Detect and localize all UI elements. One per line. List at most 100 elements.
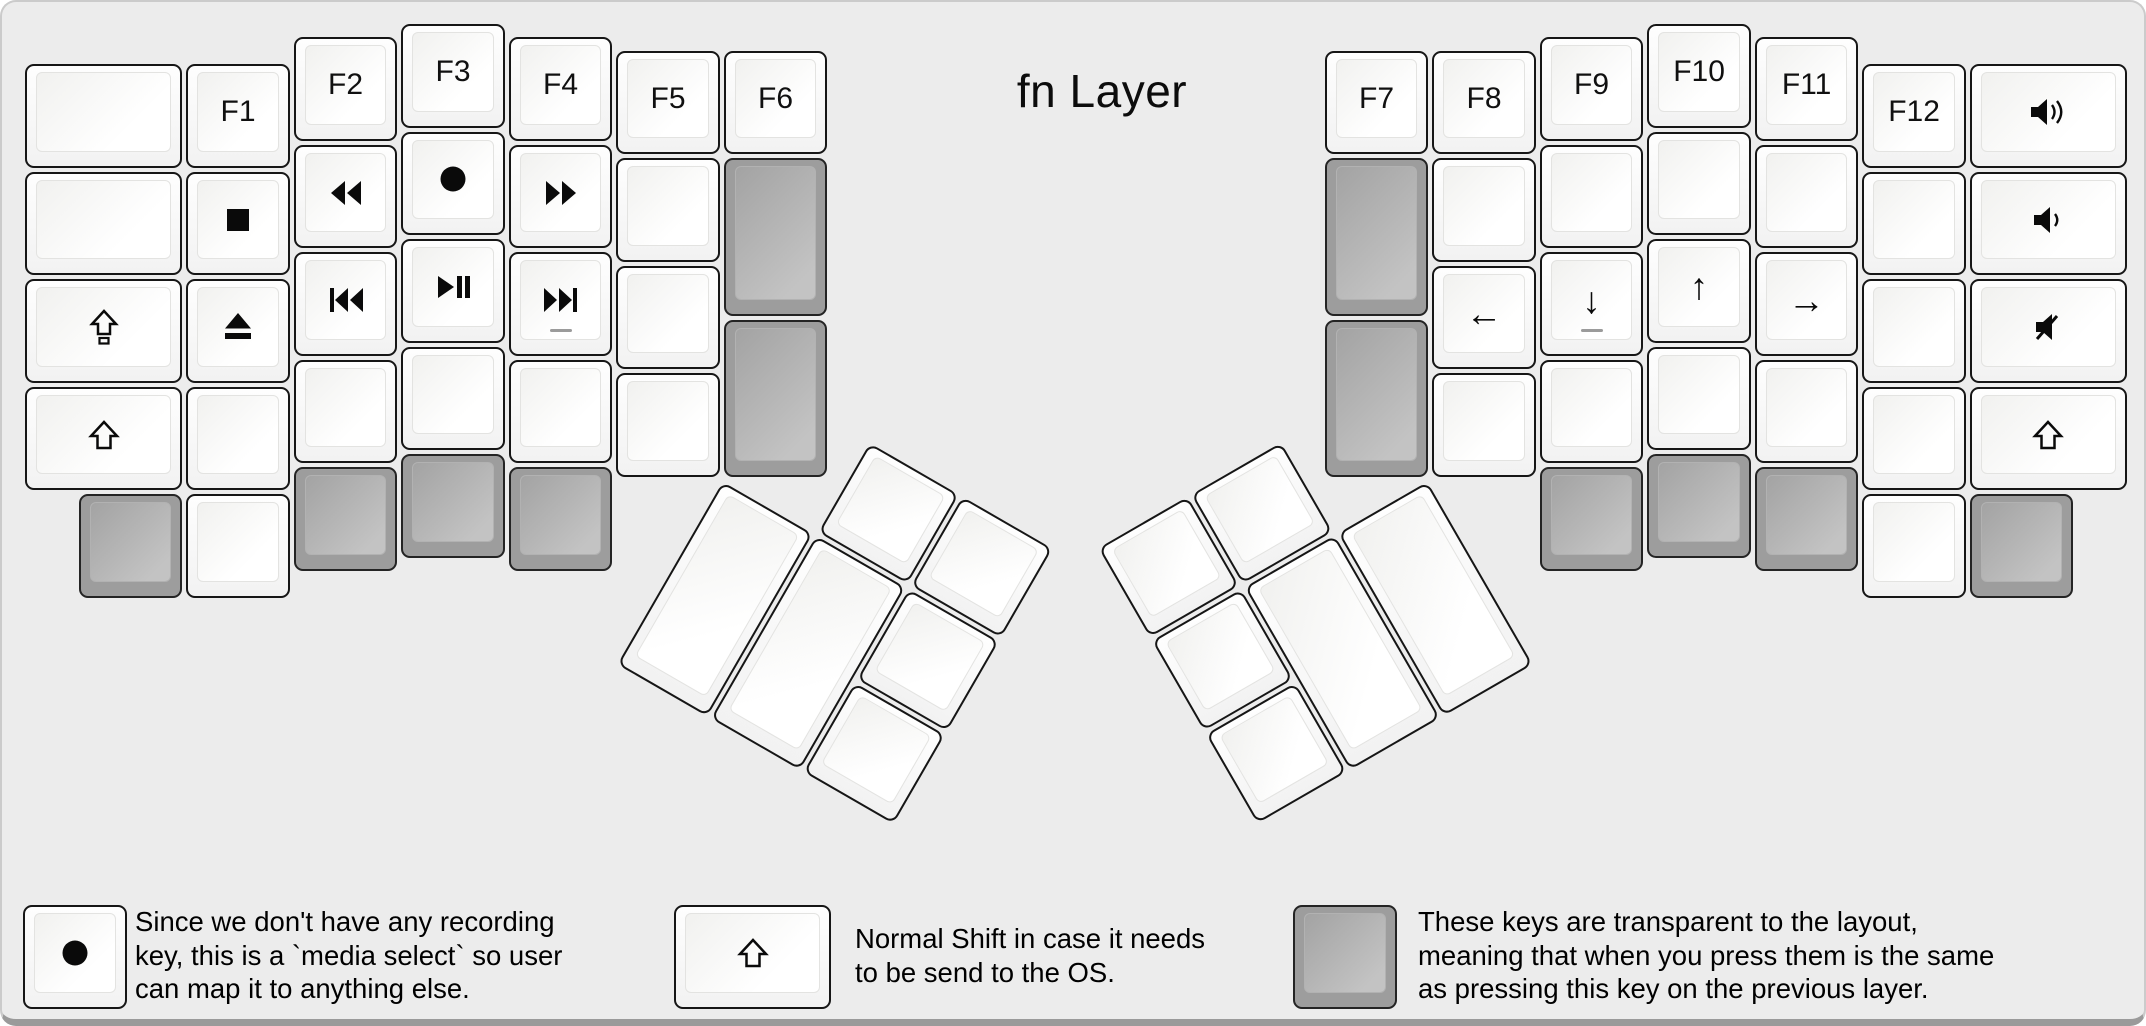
key-blank[interactable] <box>1539 144 1644 249</box>
key-eject[interactable] <box>186 279 290 383</box>
key-blank[interactable] <box>25 171 183 276</box>
key-arrow-down[interactable]: ↓ <box>1539 252 1644 356</box>
legend-line: to be send to the OS. <box>855 956 1115 988</box>
key-f7[interactable]: F7 <box>1324 50 1429 155</box>
play-pause-icon <box>433 267 473 307</box>
keytop: F3 <box>412 32 494 112</box>
key-shift[interactable] <box>674 905 832 1009</box>
key-f1[interactable]: F1 <box>186 64 290 168</box>
key-blank[interactable] <box>616 265 720 370</box>
key-transparent[interactable] <box>508 467 613 571</box>
key-blank[interactable] <box>1539 359 1644 464</box>
key-blank[interactable] <box>1647 346 1751 450</box>
key-shift[interactable] <box>25 386 183 491</box>
keytop <box>412 139 494 219</box>
key-blank[interactable] <box>1862 171 1966 276</box>
key-label: F8 <box>1466 81 1502 115</box>
keytop: F11 <box>1765 45 1848 125</box>
key-arrow-up[interactable]: ↑ <box>1647 239 1751 343</box>
key-transparent[interactable] <box>723 158 828 316</box>
key-mute[interactable] <box>1969 279 2128 383</box>
key-transparent[interactable] <box>1754 467 1859 571</box>
arrow-up-icon: ↑ <box>1689 266 1709 308</box>
volume-down-icon <box>2026 200 2070 240</box>
key-blank[interactable] <box>25 64 183 168</box>
key-shift[interactable] <box>1969 386 2128 491</box>
key-next-track[interactable] <box>508 252 613 356</box>
key-blank[interactable] <box>1754 144 1859 249</box>
key-blank[interactable] <box>1432 373 1536 477</box>
key-f4[interactable]: F4 <box>508 37 613 141</box>
key-record[interactable] <box>401 131 505 235</box>
key-blank[interactable] <box>1862 279 1966 383</box>
key-f11[interactable]: F11 <box>1754 37 1859 141</box>
key-transparent[interactable] <box>1324 158 1429 316</box>
key-transparent[interactable] <box>293 467 398 571</box>
key-transparent[interactable] <box>1647 454 1751 558</box>
arrow-right-icon: → <box>1788 279 1826 321</box>
key-f10[interactable]: F10 <box>1647 24 1751 128</box>
key-blank[interactable] <box>1862 494 1966 598</box>
keytop <box>1111 508 1222 619</box>
key-blank[interactable] <box>616 158 720 262</box>
keytop <box>1765 367 1848 448</box>
key-rewind[interactable] <box>293 144 398 249</box>
key-fast-forward[interactable] <box>508 144 613 249</box>
keytop <box>1765 475 1848 555</box>
arrow-left-icon: ← <box>1465 293 1503 335</box>
key-blank[interactable] <box>1432 158 1536 262</box>
key-caps-lock[interactable] <box>25 279 183 383</box>
caps-lock-icon <box>84 307 124 347</box>
key-f9[interactable]: F9 <box>1539 37 1644 141</box>
key-label: F12 <box>1888 95 1940 129</box>
key-label: F5 <box>650 81 686 115</box>
keytop <box>304 152 387 233</box>
keytop: F12 <box>1873 72 1955 152</box>
keytop <box>519 367 602 448</box>
key-f12[interactable]: F12 <box>1862 64 1966 168</box>
key-transparent[interactable] <box>1324 319 1429 477</box>
legend-line: can map it to anything else. <box>135 973 470 1004</box>
eject-icon <box>218 307 258 347</box>
key-blank[interactable] <box>616 373 720 477</box>
key-blank[interactable] <box>1647 131 1751 235</box>
key-prev-track[interactable] <box>293 252 398 356</box>
key-transparent[interactable] <box>1539 467 1644 571</box>
keytop: F1 <box>197 72 279 152</box>
key-f8[interactable]: F8 <box>1432 50 1536 155</box>
key-volume-up[interactable] <box>1969 64 2128 168</box>
key-transparent[interactable] <box>401 454 505 558</box>
key-stop[interactable] <box>186 171 290 276</box>
keytop <box>1550 152 1633 233</box>
key-label: F1 <box>220 95 256 129</box>
keytop <box>304 475 387 555</box>
key-f2[interactable]: F2 <box>293 37 398 141</box>
key-record[interactable] <box>23 905 127 1009</box>
keytop <box>1873 287 1955 367</box>
key-blank[interactable] <box>1862 386 1966 491</box>
key-blank[interactable] <box>1754 359 1859 464</box>
shift-icon <box>2028 415 2068 455</box>
key-blank[interactable] <box>508 359 613 464</box>
key-f5[interactable]: F5 <box>616 50 720 155</box>
record-icon <box>433 159 473 199</box>
key-arrow-right[interactable]: → <box>1754 252 1859 356</box>
key-transparent[interactable] <box>1969 494 2074 598</box>
keytop <box>412 247 494 327</box>
keytop: F4 <box>519 45 602 125</box>
key-f6[interactable]: F6 <box>723 50 828 155</box>
keytop <box>1980 179 2117 260</box>
key-transparent[interactable] <box>78 494 183 598</box>
key-arrow-left[interactable]: ← <box>1432 265 1536 370</box>
key-blank[interactable] <box>186 386 290 491</box>
key-transparent[interactable] <box>1293 905 1397 1009</box>
key-play-pause[interactable] <box>401 239 505 343</box>
key-blank[interactable] <box>293 359 398 464</box>
key-volume-down[interactable] <box>1969 171 2128 276</box>
homing-bar <box>549 328 572 332</box>
key-blank[interactable] <box>186 494 290 598</box>
key-f3[interactable]: F3 <box>401 24 505 128</box>
prev-track-icon <box>326 280 366 320</box>
key-transparent[interactable] <box>723 319 828 477</box>
key-blank[interactable] <box>401 346 505 450</box>
